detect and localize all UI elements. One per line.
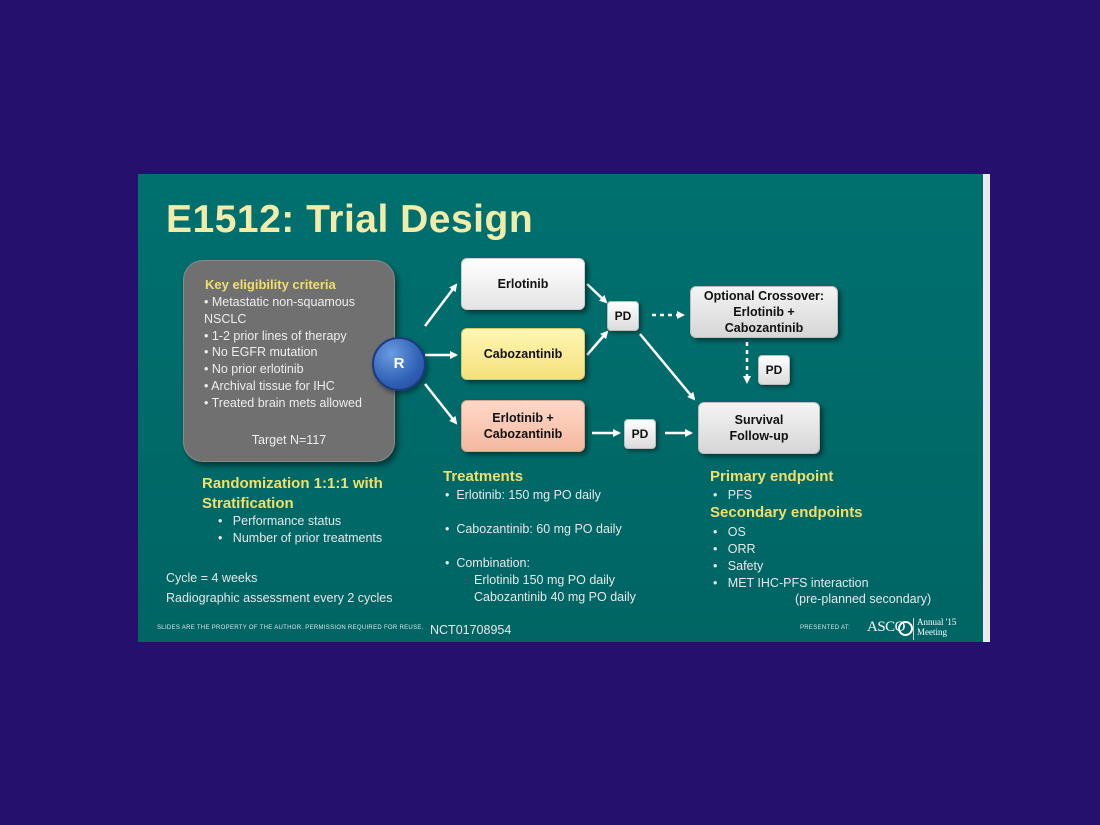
- arrow-r-to-erlotinib: [424, 283, 458, 327]
- arm-combination: Erlotinib + Cabozantinib: [461, 400, 585, 452]
- arrow-erlotinib-to-pd: [586, 283, 608, 304]
- eligibility-item: • Treated brain mets allowed: [204, 395, 362, 410]
- eligibility-list: • Metastatic non-squamous NSCLC • 1-2 pr…: [204, 294, 389, 412]
- eligibility-item: • No EGFR mutation: [204, 345, 318, 360]
- pd-node-crossover: PD: [758, 355, 790, 385]
- randomize-node: R: [372, 337, 426, 391]
- eligibility-item: • Metastatic non-squamous NSCLC: [204, 295, 355, 326]
- secondary-endpoints-heading: Secondary endpoints: [710, 504, 863, 521]
- flow-arrows: [424, 283, 751, 437]
- secondary-endpoint-item: • Safety: [713, 559, 764, 573]
- pd-node-top: PD: [607, 301, 639, 331]
- secondary-note: (pre-planned secondary): [795, 592, 932, 606]
- primary-endpoint-heading: Primary endpoint: [710, 468, 834, 485]
- arm-erlotinib: Erlotinib: [461, 258, 585, 310]
- slide-right-edge: [983, 174, 990, 642]
- crossover-box: Optional Crossover: Erlotinib + Cabozant…: [690, 286, 838, 338]
- pd-node-combo: PD: [624, 419, 656, 449]
- combo-cabozantinib-dose: Cabozantinib 40 mg PO daily: [474, 590, 636, 604]
- eligibility-item: • Archival tissue for IHC: [204, 378, 335, 393]
- treatments-heading: Treatments: [443, 468, 524, 485]
- survival-box: Survival Follow-up: [698, 402, 820, 454]
- eligibility-item: • No prior erlotinib: [204, 362, 304, 377]
- eligibility-item: • 1-2 prior lines of therapy: [204, 328, 347, 343]
- arm-cabozantinib: Cabozantinib: [461, 328, 585, 380]
- stratification-list: • Performance status • Number of prior t…: [218, 513, 382, 547]
- secondary-endpoints-list: • OS • ORR • Safety • MET IHC-PFS intera…: [713, 524, 869, 592]
- randomization-heading: Randomization 1:1:1 with Stratification: [202, 475, 383, 512]
- secondary-endpoint-item: • MET IHC-PFS interaction: [713, 576, 869, 590]
- footer-disclaimer: SLIDES ARE THE PROPERTY OF THE AUTHOR. P…: [157, 625, 424, 631]
- primary-endpoint-item: • PFS: [713, 488, 753, 502]
- treatment-item: • Combination:: [445, 556, 530, 570]
- secondary-endpoint-item: • ORR: [713, 542, 756, 556]
- footer-presented-at: PRESENTED AT:: [800, 625, 851, 631]
- stratification-item: • Performance status: [218, 514, 342, 528]
- arrow-r-to-combo: [424, 383, 458, 425]
- combo-erlotinib-dose: Erlotinib 150 mg PO daily: [474, 573, 616, 587]
- radiographic-text: Radiographic assessment every 2 cycles: [166, 591, 393, 605]
- slide: E1512: Trial Design Key eligibility crit…: [138, 174, 983, 642]
- arrow-cabozantinib-to-pd: [586, 330, 609, 356]
- asco-logo-text: ASCO: [867, 619, 906, 635]
- arrow-pd-to-survival: [639, 333, 696, 401]
- asco-logo-icon: [898, 621, 913, 636]
- asco-annual-meeting: Annual '15 Meeting: [917, 617, 957, 637]
- slide-title: E1512: Trial Design: [166, 198, 534, 241]
- treatment-item: • Cabozantinib: 60 mg PO daily: [445, 522, 622, 536]
- stratification-item: • Number of prior treatments: [218, 531, 383, 545]
- treatment-item: • Erlotinib: 150 mg PO daily: [445, 488, 601, 502]
- eligibility-heading: Key eligibility criteria: [205, 277, 336, 292]
- cycle-text: Cycle = 4 weeks: [166, 571, 258, 585]
- eligibility-box: Key eligibility criteria • Metastatic no…: [183, 260, 395, 462]
- secondary-endpoint-item: • OS: [713, 525, 746, 539]
- footer-nct: NCT01708954: [430, 623, 512, 637]
- target-n: Target N=117: [251, 433, 327, 447]
- asco-divider: [913, 618, 914, 640]
